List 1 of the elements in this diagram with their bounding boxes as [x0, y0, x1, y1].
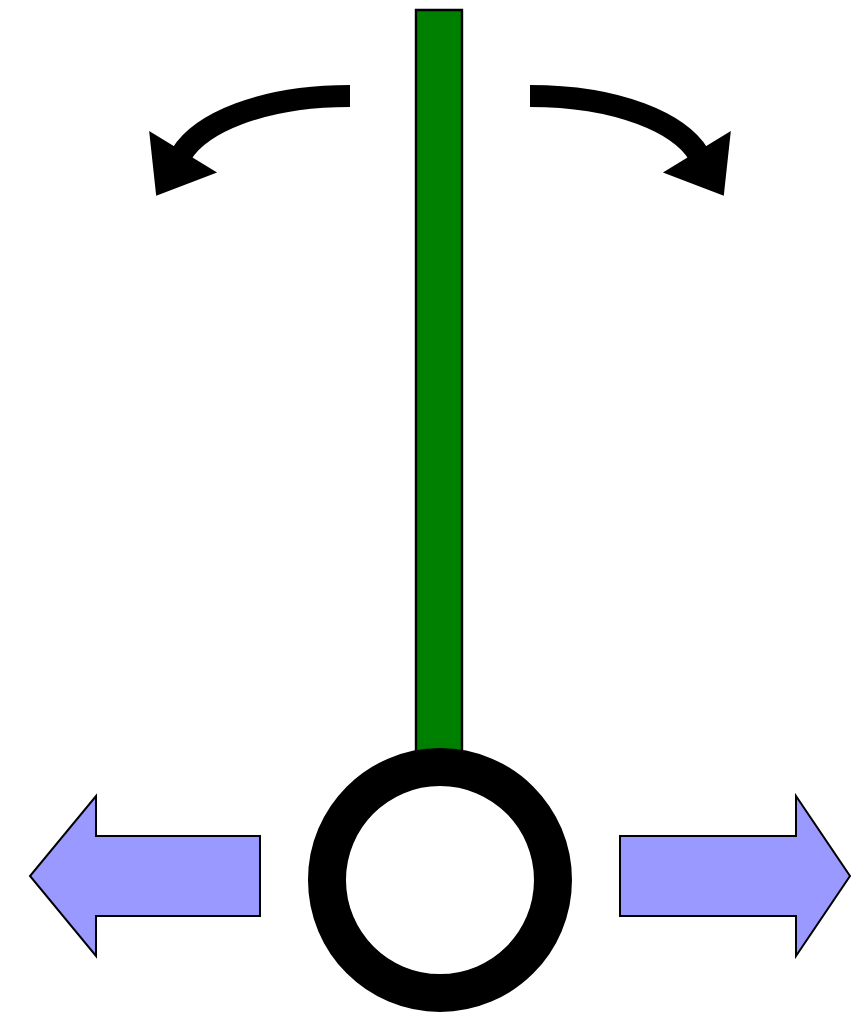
pivot-ring [308, 748, 572, 1012]
